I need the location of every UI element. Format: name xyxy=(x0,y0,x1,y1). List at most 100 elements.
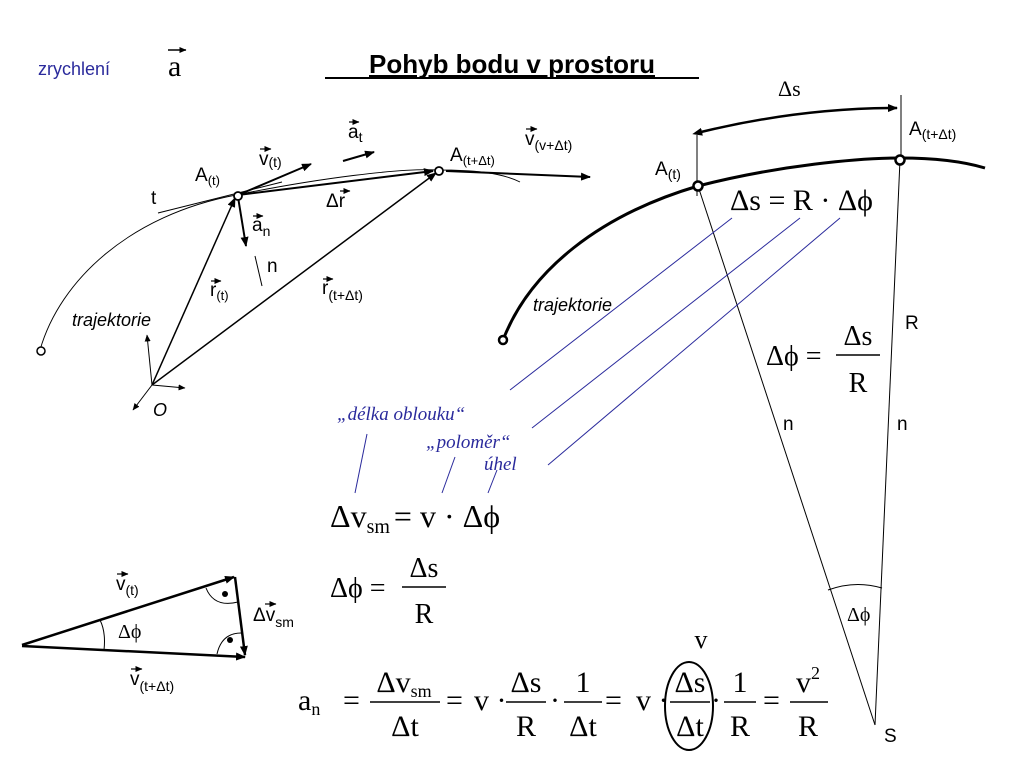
label-r-tdt: r(t+Δt) xyxy=(322,278,363,303)
formula-an: an = Δvsm Δt = v · Δs R · 1 Δt = v · Δs … xyxy=(298,663,828,743)
formula-arc-length: Δs = R · Δϕ xyxy=(730,184,873,217)
an-eq1: = xyxy=(343,684,360,717)
triangle-label-dphi: Δϕ xyxy=(118,621,141,643)
triangle-label-dv-sm: Δvsm xyxy=(253,605,294,630)
point-A-tdt xyxy=(434,166,444,176)
formula-dvsm: Δvsm= v · Δϕ xyxy=(330,498,500,538)
an-eq3: = xyxy=(605,684,622,717)
an-frac2-num: Δs xyxy=(511,666,542,699)
formula-dphi-lhs: Δϕ = xyxy=(766,341,822,372)
label-delta-s: Δs xyxy=(778,76,801,101)
label-a-t: at xyxy=(348,122,363,145)
arc-start-point xyxy=(497,334,509,346)
label-A-tdt: A(t+Δt) xyxy=(450,145,495,168)
an-dot2: · xyxy=(711,684,721,717)
an-frac2-den: R xyxy=(516,710,536,743)
label-R: R xyxy=(905,313,919,334)
position-vector-t xyxy=(151,197,236,386)
annotation-arc-length: „délka oblouku“ xyxy=(337,404,465,425)
left-diagram: v(t) at A(t) A(t+Δt) v(v+Δt) t Δr an n r… xyxy=(36,119,591,420)
label-trajectory-left: trajektorie xyxy=(72,310,151,330)
arc-point-A-tdt xyxy=(894,154,906,166)
angle-arc xyxy=(827,584,883,591)
label-delta-phi: Δϕ xyxy=(847,604,870,626)
annotation-radius: „poloměr“ xyxy=(426,432,510,453)
an-frac4-den: Δt xyxy=(676,710,704,743)
label-delta-r: Δr xyxy=(326,191,346,212)
label-arc-A-tdt: A(t+Δt) xyxy=(909,119,956,142)
an-v1: v · xyxy=(474,684,507,717)
topic-label: zrychlení xyxy=(38,59,110,79)
an-frac5-den: R xyxy=(730,710,750,743)
label-A-t: A(t) xyxy=(195,165,220,188)
an-frac6-den: R xyxy=(798,710,818,743)
an-frac1-num: Δvsm xyxy=(376,666,431,701)
page-title: Pohyb bodu v prostoru xyxy=(369,49,655,79)
triangle-v-t xyxy=(21,575,235,647)
label-arc-A-t: A(t) xyxy=(655,159,681,182)
formula-dphi2-lhs: Δϕ = xyxy=(330,573,386,604)
delta-s-arrow xyxy=(692,104,898,136)
formula-dphi2-num: Δs xyxy=(410,553,439,584)
radius-line-A-t xyxy=(697,185,876,726)
triangle-top-dot xyxy=(222,591,228,597)
tangent-line xyxy=(157,181,283,214)
velocity-vector-tdt xyxy=(445,170,591,181)
an-eq4: = xyxy=(763,684,780,717)
an-frac5-num: 1 xyxy=(733,666,748,699)
radius-line-A-tdt xyxy=(874,159,901,726)
trajectory-curve xyxy=(39,169,521,351)
triangle-v-tdt xyxy=(21,644,246,661)
triangle-bottom-dot xyxy=(227,637,233,643)
arc-point-A-t xyxy=(692,180,704,192)
axis-y xyxy=(132,384,153,411)
velocity-vector-t xyxy=(237,163,312,196)
label-v-vdt: v(v+Δt) xyxy=(525,129,572,153)
normal-line xyxy=(254,255,263,287)
triangle-label-v-tdt: v(t+Δt) xyxy=(130,669,174,694)
label-t: t xyxy=(151,188,157,209)
triangle-bottom-angle-arc xyxy=(216,632,244,655)
label-r-t: r(t) xyxy=(210,280,229,303)
an-frac6-num: v2 xyxy=(796,663,820,699)
an-v2: v · xyxy=(636,684,669,717)
triangle-top-angle-arc xyxy=(205,587,239,604)
velocity-triangle: v(t) Δϕ Δvsm v(t+Δt) xyxy=(21,571,294,694)
label-a-n: an xyxy=(252,215,270,239)
an-frac3-num: 1 xyxy=(576,666,591,699)
formula-dphi-den: R xyxy=(849,368,868,399)
an-eq2: = xyxy=(446,684,463,717)
normal-accel-vector xyxy=(237,196,249,247)
topic-symbol: a xyxy=(168,50,181,83)
annotation-lines xyxy=(354,217,841,494)
annotation-angle: úhel xyxy=(484,454,517,475)
trajectory-start-point xyxy=(36,346,46,356)
label-v-t: v(t) xyxy=(259,149,282,170)
circled-fraction-ellipse xyxy=(664,661,714,751)
formula-dphi2-den: R xyxy=(415,599,434,630)
triangle-dv-sm xyxy=(233,576,248,656)
an-symbol: an xyxy=(298,684,320,719)
label-n-left: n xyxy=(783,414,794,435)
an-frac4-num: Δs xyxy=(675,666,706,699)
triangle-label-v-t: v(t) xyxy=(116,574,139,598)
axis-x xyxy=(151,384,186,391)
label-S: S xyxy=(884,726,897,747)
tangential-accel-vector xyxy=(342,150,375,162)
point-A-t xyxy=(233,191,243,201)
arc-trajectory xyxy=(501,156,986,341)
position-vector-tdt xyxy=(151,172,437,386)
label-origin: O xyxy=(153,400,167,420)
circled-annotation-v: v xyxy=(695,625,708,654)
right-diagram: Δs A(t+Δt) A(t) trajektorie R n n Δϕ S xyxy=(497,76,986,747)
label-n-right: n xyxy=(897,414,908,435)
label-trajectory-right: trajektorie xyxy=(533,295,612,315)
triangle-angle-arc xyxy=(99,619,105,651)
an-frac3-den: Δt xyxy=(569,710,597,743)
an-frac1-den: Δt xyxy=(391,710,419,743)
formula-dphi-num: Δs xyxy=(844,321,873,352)
displacement-vector xyxy=(237,168,434,196)
axis-z xyxy=(144,334,153,386)
label-n: n xyxy=(267,256,278,277)
